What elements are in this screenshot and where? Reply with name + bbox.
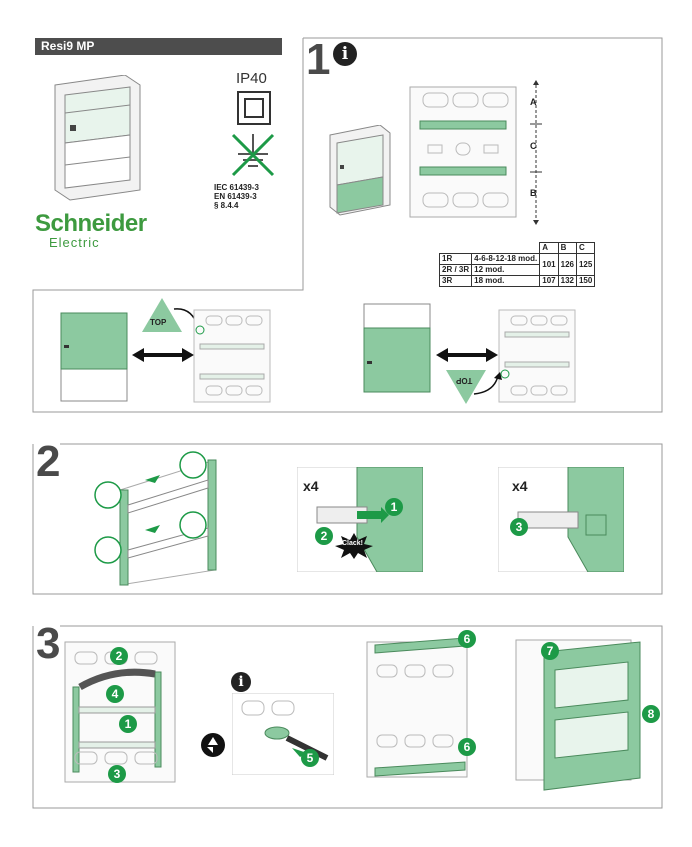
info-icon: i [333,42,357,66]
top-triangle-icon [142,298,182,332]
top-triangle-inverted-icon [446,370,486,404]
cover-strip-illustration [366,637,468,778]
door-bottom-orientation [363,303,431,393]
table-row: 1R 4-6-8-12-18 mod. 101 126 125 [438,253,596,276]
callout-4: 4 [106,685,124,703]
header-c: C [575,242,596,254]
row-code: 3R [438,275,473,287]
callout-3: 3 [510,518,528,536]
cell-b: 126 [557,253,577,276]
brand-sub: Electric [49,236,147,250]
brand-sub-text: Electric [49,235,100,250]
cell-a: 101 [539,253,559,276]
callout-1: 1 [385,498,403,516]
no-ground-icon [231,133,275,177]
table-header-row: A B C [440,242,596,254]
callout-2b: 2 [110,647,128,665]
standard-2: EN 61439-3 [214,192,257,201]
standards-list: IEC 61439-3 EN 61439-3 § 8.4.4 [214,183,259,210]
callout-7: 7 [541,642,559,660]
recycle-icon [201,733,225,757]
header-a: A [539,242,559,254]
double-arrow-icon [132,348,194,362]
dimension-lines [530,80,542,225]
callout-1b: 1 [119,715,137,733]
schneider-logo: Schneider Electric [35,212,147,250]
clack-burst-icon [335,533,373,559]
tool-detail-illustration [232,693,334,775]
product-title: Resi9 MP [35,38,282,55]
info-icon-2: i [231,672,251,692]
enclosure-frame-bottom [498,309,576,403]
section-3-frame [32,625,663,809]
brand-name: Schneider [35,210,147,237]
callout-6b: 6 [458,738,476,756]
cell-c: 150 [575,275,596,287]
pointer-arrow-icon [473,372,502,395]
x4-label-1: x4 [303,478,319,494]
standard-1: IEC 61439-3 [214,183,259,192]
row-mod: 4-6-8-12-18 mod. [471,253,541,265]
enclosure-small-illustration [329,125,391,216]
dim-label-b: B [530,188,537,198]
header-b: B [557,242,577,254]
frame-install-illustration [64,641,176,783]
cell-a: 107 [539,275,559,287]
callout-6: 6 [458,630,476,648]
row-mod: 12 mod. [471,264,541,276]
cell-b: 132 [557,275,577,287]
double-arrow-icon [436,348,498,362]
door-top-orientation [60,312,128,402]
standard-3: § 8.4.4 [214,201,239,210]
dim-label-c: C [530,141,537,151]
row-code: 1R [438,253,473,265]
step-2-number: 2 [36,437,61,486]
double-insulation-icon [237,91,271,125]
section-1-frame [32,37,663,413]
clack-label: Clack! [342,540,364,547]
callout-2: 2 [315,527,333,545]
dim-label-a: A [530,97,537,107]
top-label-1: TOP [150,318,167,327]
enclosure-illustration [54,75,141,201]
x4-label-2: x4 [512,478,528,494]
row-code: 2R / 3R [438,264,473,276]
callout-8: 8 [642,705,660,723]
row-mod: 18 mod. [471,275,541,287]
callout-5: 5 [301,749,319,767]
table-row: 2R / 3R 12 mod. [438,264,595,276]
enclosure-frame-diagram [409,86,517,218]
step-3-number: 3 [36,619,61,668]
cell-c: 125 [575,253,596,276]
clip-detail-2 [498,467,624,572]
door-install-illustration [515,639,641,791]
enclosure-frame-top [193,309,271,403]
table-row: 3R 18 mod. 107 132 150 [438,275,596,287]
ip-rating: IP40 [236,70,267,87]
step-1-number: 1 [306,35,331,84]
section-2-frame [32,443,663,595]
dimensions-table: A B C 1R 4-6-8-12-18 mod. 101 126 125 2R… [438,242,596,287]
clip-detail-1 [297,467,423,572]
rail-mounting-illustration [94,451,217,586]
callout-3b: 3 [108,765,126,783]
